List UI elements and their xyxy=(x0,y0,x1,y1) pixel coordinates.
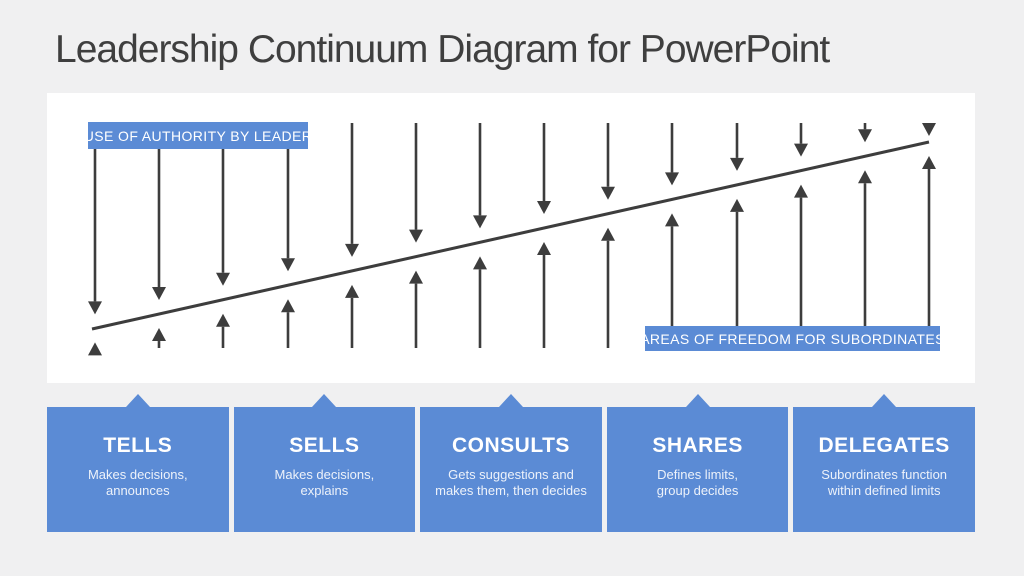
stage-card-delegates: DELEGATES Subordinates function within d… xyxy=(793,394,975,532)
stage-row: TELLS Makes decisions, announces SELLS M… xyxy=(47,394,975,532)
continuum-diagram-panel: USE OF AUTHORITY BY LEADER AREAS OF FREE… xyxy=(47,93,975,383)
stage-description: Makes decisions, announces xyxy=(87,467,188,499)
triangle-up-icon xyxy=(685,394,710,407)
stage-title: TELLS xyxy=(103,434,173,457)
stage-title: CONSULTS xyxy=(452,434,570,457)
stage-description: Subordinates function within defined lim… xyxy=(821,467,948,499)
stage-title: DELEGATES xyxy=(818,434,950,457)
stage-card-sells: SELLS Makes decisions, explains xyxy=(233,394,416,532)
stage-card-shares: SHARES Defines limits, group decides xyxy=(606,394,789,532)
authority-label: USE OF AUTHORITY BY LEADER xyxy=(84,122,312,149)
stage-title: SHARES xyxy=(652,434,743,457)
stage-card-tells: TELLS Makes decisions, announces xyxy=(47,394,229,532)
triangle-up-icon xyxy=(872,394,897,407)
page-title: Leadership Continuum Diagram for PowerPo… xyxy=(55,28,830,71)
triangle-up-icon xyxy=(312,394,337,407)
freedom-label: AREAS OF FREEDOM FOR SUBORDINATES xyxy=(640,326,944,351)
stage-description: Makes decisions, explains xyxy=(274,467,375,499)
stage-description: Gets suggestions and makes them, then de… xyxy=(435,467,587,499)
continuum-arrows-graphic xyxy=(88,123,936,356)
stage-title: SELLS xyxy=(289,434,360,457)
stage-card-consults: CONSULTS Gets suggestions and makes them… xyxy=(420,394,602,532)
triangle-up-icon xyxy=(125,394,150,407)
stage-description: Defines limits, group decides xyxy=(656,467,739,499)
triangle-up-icon xyxy=(498,394,523,407)
